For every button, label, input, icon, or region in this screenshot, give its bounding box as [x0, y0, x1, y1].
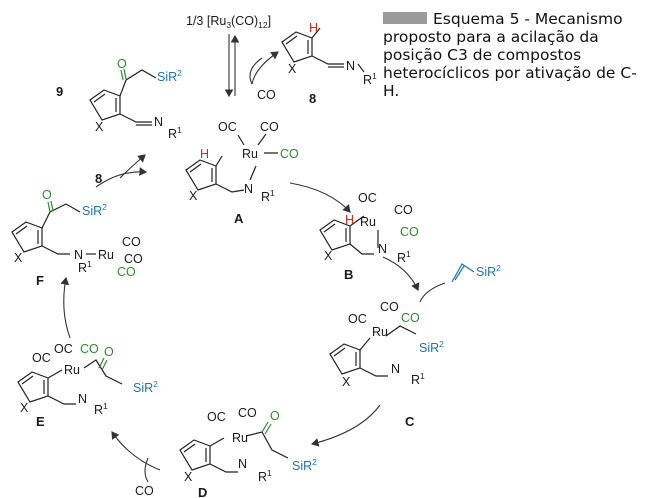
imine-n-8: N	[346, 59, 355, 73]
substrate-8-structure	[281, 27, 344, 68]
r1-B: R1	[397, 249, 411, 265]
r1-A: R1	[261, 188, 275, 204]
compound-A-structure	[185, 155, 245, 193]
ruthenium-D: Ru	[232, 431, 248, 445]
carbonyl-E-3: CO	[80, 342, 99, 356]
co-released-label: CO	[257, 88, 276, 102]
hydride-B: H	[345, 213, 354, 227]
r1-D: R1	[258, 468, 272, 484]
heteroatom-8: X	[288, 62, 297, 76]
co-entry-curve	[144, 457, 149, 483]
carbonyl-B-2: CO	[394, 203, 413, 217]
carbonyl-C-2: CO	[380, 300, 399, 314]
r1-E: R1	[94, 401, 108, 417]
heteroatom-C: X	[342, 375, 351, 389]
co-release-curve	[249, 57, 263, 85]
label-F: F	[36, 273, 44, 288]
ruthenium-E: Ru	[64, 363, 80, 377]
imine-n-E: N	[78, 392, 87, 406]
carbonyl-A-2: CO	[260, 120, 279, 134]
carbonyl-F-3: CO	[117, 265, 136, 279]
ruthenium-C: Ru	[372, 325, 388, 339]
carbonyl-D-2: CO	[238, 406, 257, 420]
carbonyl-D-1: OC	[207, 410, 226, 424]
product-9-oxygen: O	[117, 57, 127, 71]
compound-F-structure	[11, 203, 81, 255]
vinylsilane-label: SiR2	[476, 263, 501, 279]
compound-C-structure	[329, 325, 417, 377]
product-9-arrow	[119, 154, 146, 179]
ruthenium-B: Ru	[360, 215, 376, 229]
imine-n-C: N	[391, 362, 400, 376]
ruthenium-F: Ru	[98, 248, 114, 262]
imine-n-D: N	[238, 457, 247, 471]
substrate-entry-curve	[251, 51, 279, 85]
arrow-A-to-B	[289, 182, 351, 213]
imine-n-9: N	[154, 115, 163, 129]
heteroatom-9: X	[95, 120, 104, 134]
substrate-number-8: 8	[309, 91, 316, 106]
r1-9: R1	[168, 125, 182, 141]
compound-D-structure	[179, 431, 289, 473]
product-9-structure	[89, 69, 157, 126]
heteroatom-F: X	[14, 251, 23, 265]
heteroatom-D: X	[184, 470, 193, 484]
caption-text: Esquema 5 - Mecanismo proposto para a ac…	[383, 10, 637, 100]
r1-8: R1	[363, 71, 377, 87]
acyl-oxygen-D: O	[270, 409, 280, 423]
caption-marker	[383, 12, 427, 24]
carbonyl-F-1: CO	[122, 235, 141, 249]
arrow-C-to-D	[310, 404, 381, 447]
carbonyl-A-3: CO	[280, 147, 299, 161]
vinylsilane-entry	[419, 282, 446, 303]
co-added-label: CO	[135, 484, 154, 498]
c-h-hydrogen-A: H	[200, 147, 209, 161]
label-B: B	[344, 267, 353, 282]
carbonyl-B-1: OC	[358, 191, 377, 205]
label-C: C	[405, 414, 415, 429]
silyl-C: SiR2	[419, 339, 444, 355]
imine-n-F: N	[74, 248, 83, 262]
silyl-E: SiR2	[133, 379, 158, 395]
label-E: E	[36, 414, 45, 429]
carbonyl-E-2: OC	[54, 342, 73, 356]
silyl-F: SiR2	[82, 202, 107, 218]
product-release-arrow	[95, 167, 148, 188]
catalyst-label: 1/3 [Ru3(CO)12]	[186, 14, 271, 30]
label-A: A	[234, 211, 244, 226]
substrate-number-8-cycle: 8	[95, 171, 102, 186]
ruthenium-A: Ru	[242, 147, 258, 161]
arrow-D-to-E	[111, 431, 161, 471]
imine-n-A: N	[244, 182, 253, 196]
heteroatom-B: X	[324, 249, 333, 263]
carbonyl-F-2: CO	[124, 252, 143, 266]
product-number-9: 9	[56, 84, 63, 99]
arrow-E-to-F	[60, 276, 71, 339]
carbonyl-E-1: OC	[32, 351, 51, 365]
carbonyl-B-3: CO	[400, 225, 419, 239]
imine-n-B: N	[378, 242, 387, 256]
label-D: D	[198, 485, 207, 498]
figure-caption: Esquema 5 - Mecanismo proposto para a ac…	[383, 10, 645, 100]
carbonyl-C-3: CO	[401, 311, 420, 325]
c-h-hydrogen-8: H	[309, 21, 318, 35]
heteroatom-A: X	[189, 189, 198, 203]
r1-C: R1	[411, 371, 425, 387]
product-9-silyl: SiR2	[157, 68, 182, 84]
compound-E-structure	[17, 359, 123, 405]
carbonyl-A-1: OC	[218, 120, 237, 134]
carbonyl-C-1: OC	[348, 312, 367, 326]
silyl-D: SiR2	[292, 457, 317, 473]
acyl-oxygen-F: O	[42, 188, 52, 202]
acyl-oxygen-E: O	[104, 345, 114, 359]
arrow-B-to-C	[382, 256, 420, 292]
heteroatom-E: X	[20, 401, 29, 415]
compound-B-structure	[319, 215, 379, 255]
r1-F: R1	[78, 259, 92, 275]
